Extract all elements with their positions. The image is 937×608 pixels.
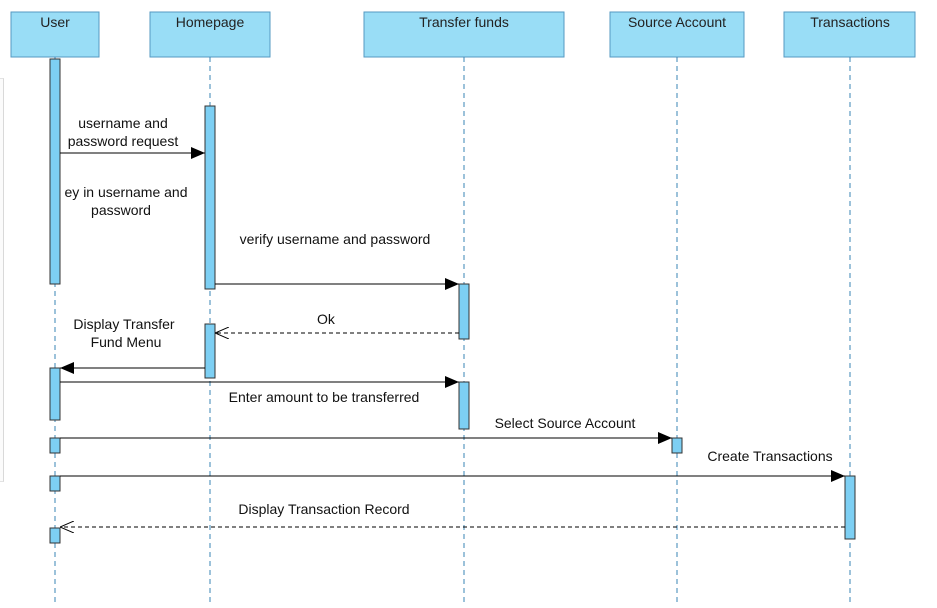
participant-box <box>149 11 271 58</box>
participant-homepage[interactable]: Homepage <box>149 11 271 58</box>
activation-bar[interactable] <box>671 437 683 454</box>
activation-bar[interactable] <box>204 323 216 379</box>
activation-bar[interactable] <box>49 527 61 544</box>
message-label: Fund Menu <box>91 334 162 350</box>
participant-box <box>609 11 745 58</box>
message-label: Display Transfer <box>73 316 174 332</box>
message-enter-amount[interactable]: Enter amount to be transferred <box>60 376 459 405</box>
participant-label: Transactions <box>810 14 890 30</box>
message-ok-return[interactable]: Ok <box>215 311 459 333</box>
message-label: ey in username and <box>65 184 188 200</box>
activation-bar[interactable] <box>844 475 856 540</box>
activation-bar[interactable] <box>458 381 470 430</box>
participant-label: Homepage <box>176 14 245 30</box>
activation-bar[interactable] <box>49 367 61 421</box>
activation-bar[interactable] <box>204 105 216 290</box>
message-label: Enter amount to be transferred <box>229 389 420 405</box>
message-label: verify username and password <box>240 231 431 247</box>
panel-edge <box>0 78 4 482</box>
activation-bar[interactable] <box>458 283 470 340</box>
note-key-in-username-password: ey in username and password <box>65 184 188 218</box>
message-label: Create Transactions <box>707 448 832 464</box>
message-label: Ok <box>317 311 336 327</box>
message-label: password request <box>68 133 179 149</box>
activation-bar[interactable] <box>49 437 61 454</box>
participant-label: User <box>40 14 70 30</box>
message-create-transactions[interactable]: Create Transactions <box>60 448 845 482</box>
participant-transfer-funds[interactable]: Transfer funds <box>363 11 565 58</box>
message-label: Display Transaction Record <box>238 501 409 517</box>
message-select-source-account[interactable]: Select Source Account <box>60 415 672 444</box>
activation-bar[interactable] <box>49 58 61 285</box>
participant-label: Source Account <box>628 14 726 30</box>
message-username-password-request[interactable]: username and password request <box>60 115 205 159</box>
message-label: Select Source Account <box>495 415 636 431</box>
participant-box <box>363 11 565 58</box>
message-display-transfer-fund-menu[interactable]: Display Transfer Fund Menu <box>60 316 205 374</box>
participant-user[interactable]: User <box>10 11 100 58</box>
participant-label: Transfer funds <box>419 14 509 30</box>
message-label: username and <box>78 115 168 131</box>
participant-source-account[interactable]: Source Account <box>609 11 745 58</box>
participant-transactions[interactable]: Transactions <box>783 11 916 58</box>
activation-bar[interactable] <box>49 475 61 492</box>
message-display-transaction-record[interactable]: Display Transaction Record <box>60 501 845 527</box>
message-verify-username-password[interactable]: verify username and password <box>215 231 459 290</box>
message-label: password <box>91 202 151 218</box>
